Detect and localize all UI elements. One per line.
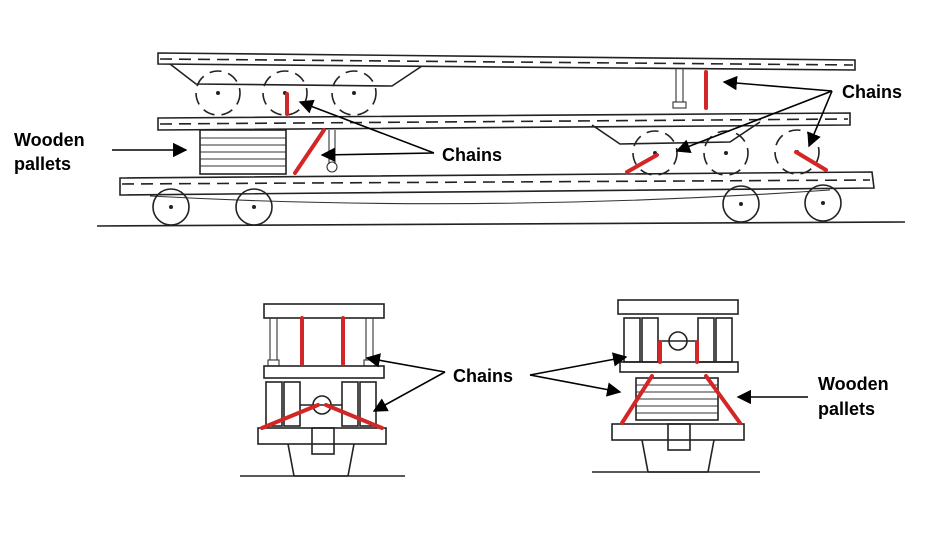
label-chains-top-right: Chains xyxy=(842,82,902,102)
chain xyxy=(293,128,326,175)
chain xyxy=(704,374,742,425)
end-view-left xyxy=(240,303,405,477)
ground-line xyxy=(96,221,906,227)
wooden-pallets-side xyxy=(199,129,287,175)
chain xyxy=(794,150,828,172)
chain xyxy=(625,153,659,174)
rail-car-wheel xyxy=(804,184,842,222)
chain xyxy=(620,374,654,425)
end-view-right xyxy=(592,299,760,473)
upper-trailer-wheel xyxy=(195,70,241,116)
lower-trailer-wheel xyxy=(703,130,749,176)
chain xyxy=(324,403,384,430)
upper-trailer xyxy=(157,52,856,116)
rail-car xyxy=(119,171,875,226)
label-wooden-pallets-left: Wooden pallets xyxy=(14,130,90,174)
side-view xyxy=(96,52,906,227)
callout-arrows xyxy=(112,75,833,412)
rail-car-wheel xyxy=(152,188,190,226)
chain xyxy=(260,403,320,430)
lower-trailer-wheel xyxy=(632,130,678,176)
label-wooden-pallets-right: Wooden pallets xyxy=(818,374,894,419)
rail-car-wheel xyxy=(722,185,760,223)
upper-trailer-wheel xyxy=(331,70,377,116)
rail-car-wheel xyxy=(235,188,273,226)
label-chains-bottom: Chains xyxy=(453,366,513,386)
label-chains-top-middle: Chains xyxy=(442,145,502,165)
